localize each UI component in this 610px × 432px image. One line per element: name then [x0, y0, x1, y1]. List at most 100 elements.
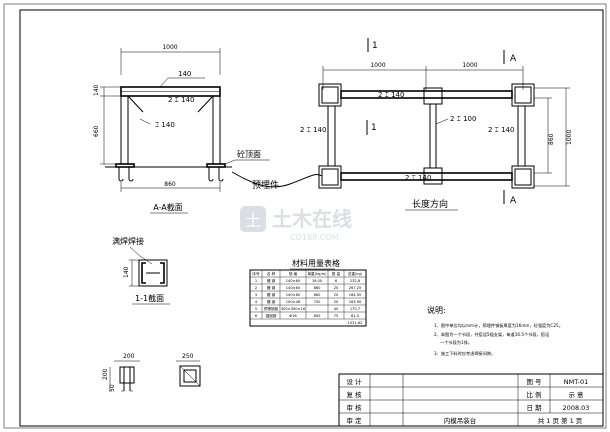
table-cell: 140×60 — [286, 293, 301, 297]
materials-table: 材料用量表格 序号 名 称 规 格 单重(kg/m) 数 量 总重(kg) 1 槽 钢 140×… — [249, 258, 367, 327]
table-cell: 锚固钢 — [266, 313, 277, 318]
table-cell: 61.5 — [351, 314, 359, 318]
table-cell: 20 — [334, 300, 339, 304]
table-cell: 6 — [255, 314, 258, 318]
table-header-cell: 名 称 — [267, 271, 276, 276]
callout-concrete-surface: 砼顶面 — [237, 149, 261, 159]
tb-drawing-no: NMT-01 — [564, 378, 588, 386]
tb-approve-label: 审 定 — [346, 416, 362, 425]
tb-design-label: 设 计 — [346, 377, 362, 386]
table-cell: 槽 钢 — [267, 278, 276, 283]
note-3: 一个节段为1排。 — [440, 339, 472, 346]
table-cell: 槽 钢 — [267, 285, 276, 290]
table-cell: 164.50 — [349, 293, 362, 297]
outer-border — [3, 3, 607, 429]
table-cell: 100×48 — [286, 300, 301, 304]
plan-dim-right: 1000 — [462, 62, 477, 69]
elevation-view: 1000 140 2 ⌶ 140 ⌶ 140 140 660 — [93, 44, 232, 214]
table-cell: 860 — [314, 293, 322, 297]
table-header-cell: 序号 — [252, 271, 260, 276]
table-cell: 40 — [334, 307, 339, 311]
table-cell: 800 — [314, 314, 322, 318]
tb-drawing-no-label: 图 号 — [526, 378, 542, 386]
callouts: 砼顶面 预埋件 长度方向 — [224, 149, 458, 211]
notes-heading: 说明: — [427, 305, 446, 315]
watermark: 土 土木在线 CO188.COM — [240, 206, 352, 242]
plate-dim-left-a: 200 — [102, 368, 109, 380]
plan-section-mark-1-top: 1 — [372, 41, 378, 51]
table-cell: 4 — [255, 300, 258, 304]
table-cell: 75 — [334, 314, 339, 318]
plan-dim-side-outer: 1000 — [566, 130, 573, 145]
section-dim: 140 — [123, 266, 130, 278]
tb-check-label: 复 核 — [346, 390, 362, 399]
elevation-dim-lower: 660 — [93, 125, 100, 137]
table-cell: 5 — [255, 307, 257, 311]
plan-dim-left: 1000 — [370, 62, 385, 69]
table-cell: 183.90 — [349, 300, 362, 304]
notes: 说明: 1、图中单位均以mm计，预埋件钢板厚度为16mm，砼强度为C25。 2、… — [427, 305, 563, 357]
elevation-beam-label: 2 ⌶ 140 — [168, 96, 194, 104]
plan-top-beam: 2 ⌶ 140 — [378, 91, 404, 99]
plan-right-column: 2 ⌶ 140 — [488, 126, 514, 134]
section-detail: 满焊焊接 140 1-1截面 — [112, 236, 170, 305]
table-cell: 6 — [335, 279, 338, 283]
note-4: 3、施工下料时应考虑焊接间隙。 — [434, 350, 495, 357]
elevation-section-title: A-A截面 — [153, 202, 182, 212]
table-cell: 预埋钢板 — [264, 306, 279, 311]
tb-date: 2008.03 — [563, 404, 590, 412]
note-1: 1、图中单位均以mm计，预埋件钢板厚度为16mm，砼强度为C25。 — [434, 322, 563, 329]
plate-dim-top-left: 200 — [123, 353, 135, 360]
table-cell: 16.00 — [312, 279, 323, 283]
plan-section-mark-A-bottom: A — [510, 196, 517, 206]
plan-section-mark-1-mid: 1 — [371, 123, 377, 133]
plan-mid-member: 2 ⌶ 100 — [450, 115, 476, 123]
table-header-cell: 规 格 — [289, 271, 298, 276]
tb-review-label: 审 核 — [346, 403, 362, 412]
plan-section-mark-A-top: A — [510, 54, 517, 64]
table-cell: 267.25 — [349, 286, 362, 290]
elevation-dim-upper: 140 — [93, 84, 100, 96]
plan-dim-side-inner: 860 — [548, 133, 555, 145]
table-cell: 槽 钢 — [267, 299, 276, 304]
table-cell: 750 — [314, 300, 322, 304]
tb-date-label: 日 期 — [526, 404, 542, 412]
table-header-cell: 数 量 — [332, 271, 341, 276]
table-cell: Φ16 — [289, 314, 297, 318]
tb-scale: 示 意 — [568, 390, 584, 399]
plan-left-column: 2 ⌶ 140 — [300, 126, 326, 134]
plate-detail: 200 200 50 250 — [102, 353, 201, 392]
table-cell: 860 — [314, 286, 322, 290]
plate-dim-top-right: 250 — [182, 353, 194, 360]
tb-scale-label: 比 例 — [526, 390, 541, 399]
table-total-cell: 1021.62 — [348, 321, 363, 325]
watermark-logo: 土 — [240, 206, 266, 232]
materials-table-title: 材料用量表格 — [292, 258, 340, 268]
elevation-brace-label: ⌶ 140 — [155, 121, 175, 129]
table-cell: 1 — [255, 279, 257, 283]
tb-sheet-info: 共 1 页 第 1 页 — [538, 416, 583, 425]
elevation-dim-base: 860 — [164, 181, 176, 188]
callout-length-direction: 长度方向 — [412, 198, 448, 210]
inner-border — [19, 9, 604, 427]
table-cell: 140×60 — [286, 286, 301, 290]
table-cell: 2 — [255, 286, 257, 290]
note-2: 2、本图为一个节段，共搭设5榀支架，每道16.5个节段，搭设 — [434, 331, 550, 338]
section-weld-note: 满焊焊接 — [112, 236, 144, 246]
watermark-brand: 土木在线 — [272, 207, 352, 231]
table-cell: 170.7 — [350, 307, 360, 311]
watermark-site: CO188.COM — [290, 233, 339, 242]
elevation-dim-top: 1000 — [162, 44, 177, 51]
table-cell: 232.8 — [350, 279, 361, 283]
section-title: 1-1截面 — [135, 293, 164, 303]
tb-drawing-name: 内模吊装台 — [444, 416, 477, 425]
table-cell: 20 — [334, 286, 339, 290]
table-header-cell: 单重(kg/m) — [307, 271, 327, 276]
callout-embedded-part: 预埋件 — [252, 179, 279, 191]
elevation-beam-tag: 140 — [178, 70, 191, 78]
plan-view: 1 A 1000 1000 2 ⌶ 140 2 ⌶ 140 2 ⌶ 140 — [300, 38, 573, 206]
table-header-cell: 总重(kg) — [348, 271, 363, 276]
title-block: 设 计 复 核 审 核 审 定 内模吊装台 图 号 NMT-01 比 例 示 意… — [338, 373, 604, 427]
table-cell: 140×60 — [286, 279, 301, 283]
table-cell: 槽 钢 — [267, 292, 276, 297]
